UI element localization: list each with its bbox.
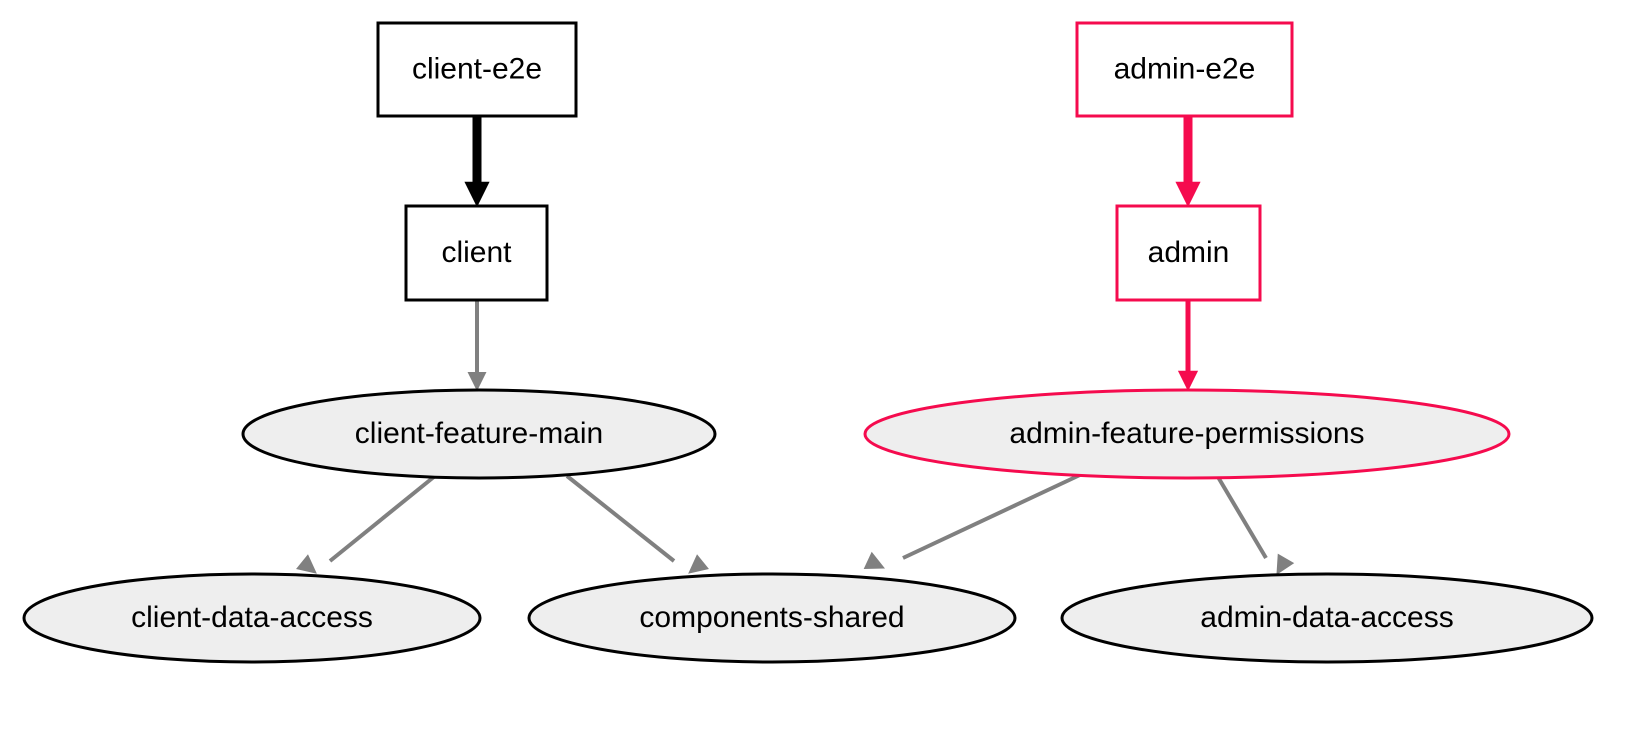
edge-line <box>328 474 437 563</box>
node-ellipse-shape <box>22 572 482 664</box>
graph-node-components-shared[interactable]: components-shared <box>527 572 1017 664</box>
edge-arrowhead-icon <box>467 372 487 392</box>
graph-edge-admin-e2e__admin[interactable] <box>1175 116 1201 208</box>
graph-node-admin-feature-permissions[interactable]: admin-feature-permissions <box>863 388 1511 480</box>
graph-node-admin-data-access[interactable]: admin-data-access <box>1060 572 1594 664</box>
graph-node-client-e2e[interactable]: client-e2e <box>376 21 578 118</box>
edge-arrowhead-icon <box>1175 181 1201 208</box>
edge-line <box>1216 475 1268 560</box>
edge-arrowhead-icon <box>1276 553 1295 575</box>
edge-arrowhead-icon <box>296 554 317 574</box>
node-box-shape <box>376 21 578 118</box>
graph-edge-admin-feature-permissions__components-shared[interactable] <box>863 472 1083 576</box>
graph-edge-admin__admin-feature-permissions[interactable] <box>1177 300 1199 392</box>
node-layer: client-e2e client admin-e2e admin client-fea… <box>22 21 1594 664</box>
edge-layer <box>296 116 1295 580</box>
node-ellipse-shape <box>241 388 717 480</box>
graph-node-client-feature-main[interactable]: client-feature-main <box>241 388 717 480</box>
graph-node-admin-e2e[interactable]: admin-e2e <box>1075 21 1294 118</box>
node-box-shape <box>1115 204 1262 302</box>
edge-line <box>565 474 676 563</box>
graph-edge-client-feature-main__client-data-access[interactable] <box>296 474 437 580</box>
node-ellipse-shape <box>863 388 1511 480</box>
graph-edge-client-feature-main__components-shared[interactable] <box>565 474 709 580</box>
edge-arrowhead-icon <box>1177 370 1199 392</box>
node-box-shape <box>1075 21 1294 118</box>
graph-edge-admin-feature-permissions__admin-data-access[interactable] <box>1216 475 1295 578</box>
graph-node-admin[interactable]: admin <box>1115 204 1262 302</box>
node-ellipse-shape <box>1060 572 1594 664</box>
edge-arrowhead-icon <box>464 181 490 208</box>
graph-edge-client-e2e__client[interactable] <box>464 116 490 208</box>
graph-node-client[interactable]: client <box>404 204 549 302</box>
graph-node-client-data-access[interactable]: client-data-access <box>22 572 482 664</box>
edge-line <box>902 472 1083 560</box>
node-ellipse-shape <box>527 572 1017 664</box>
graph-edge-client__client-feature-main[interactable] <box>467 300 487 392</box>
edge-arrowhead-icon <box>688 554 709 574</box>
node-box-shape <box>404 204 549 302</box>
edge-arrowhead-icon <box>863 551 886 569</box>
